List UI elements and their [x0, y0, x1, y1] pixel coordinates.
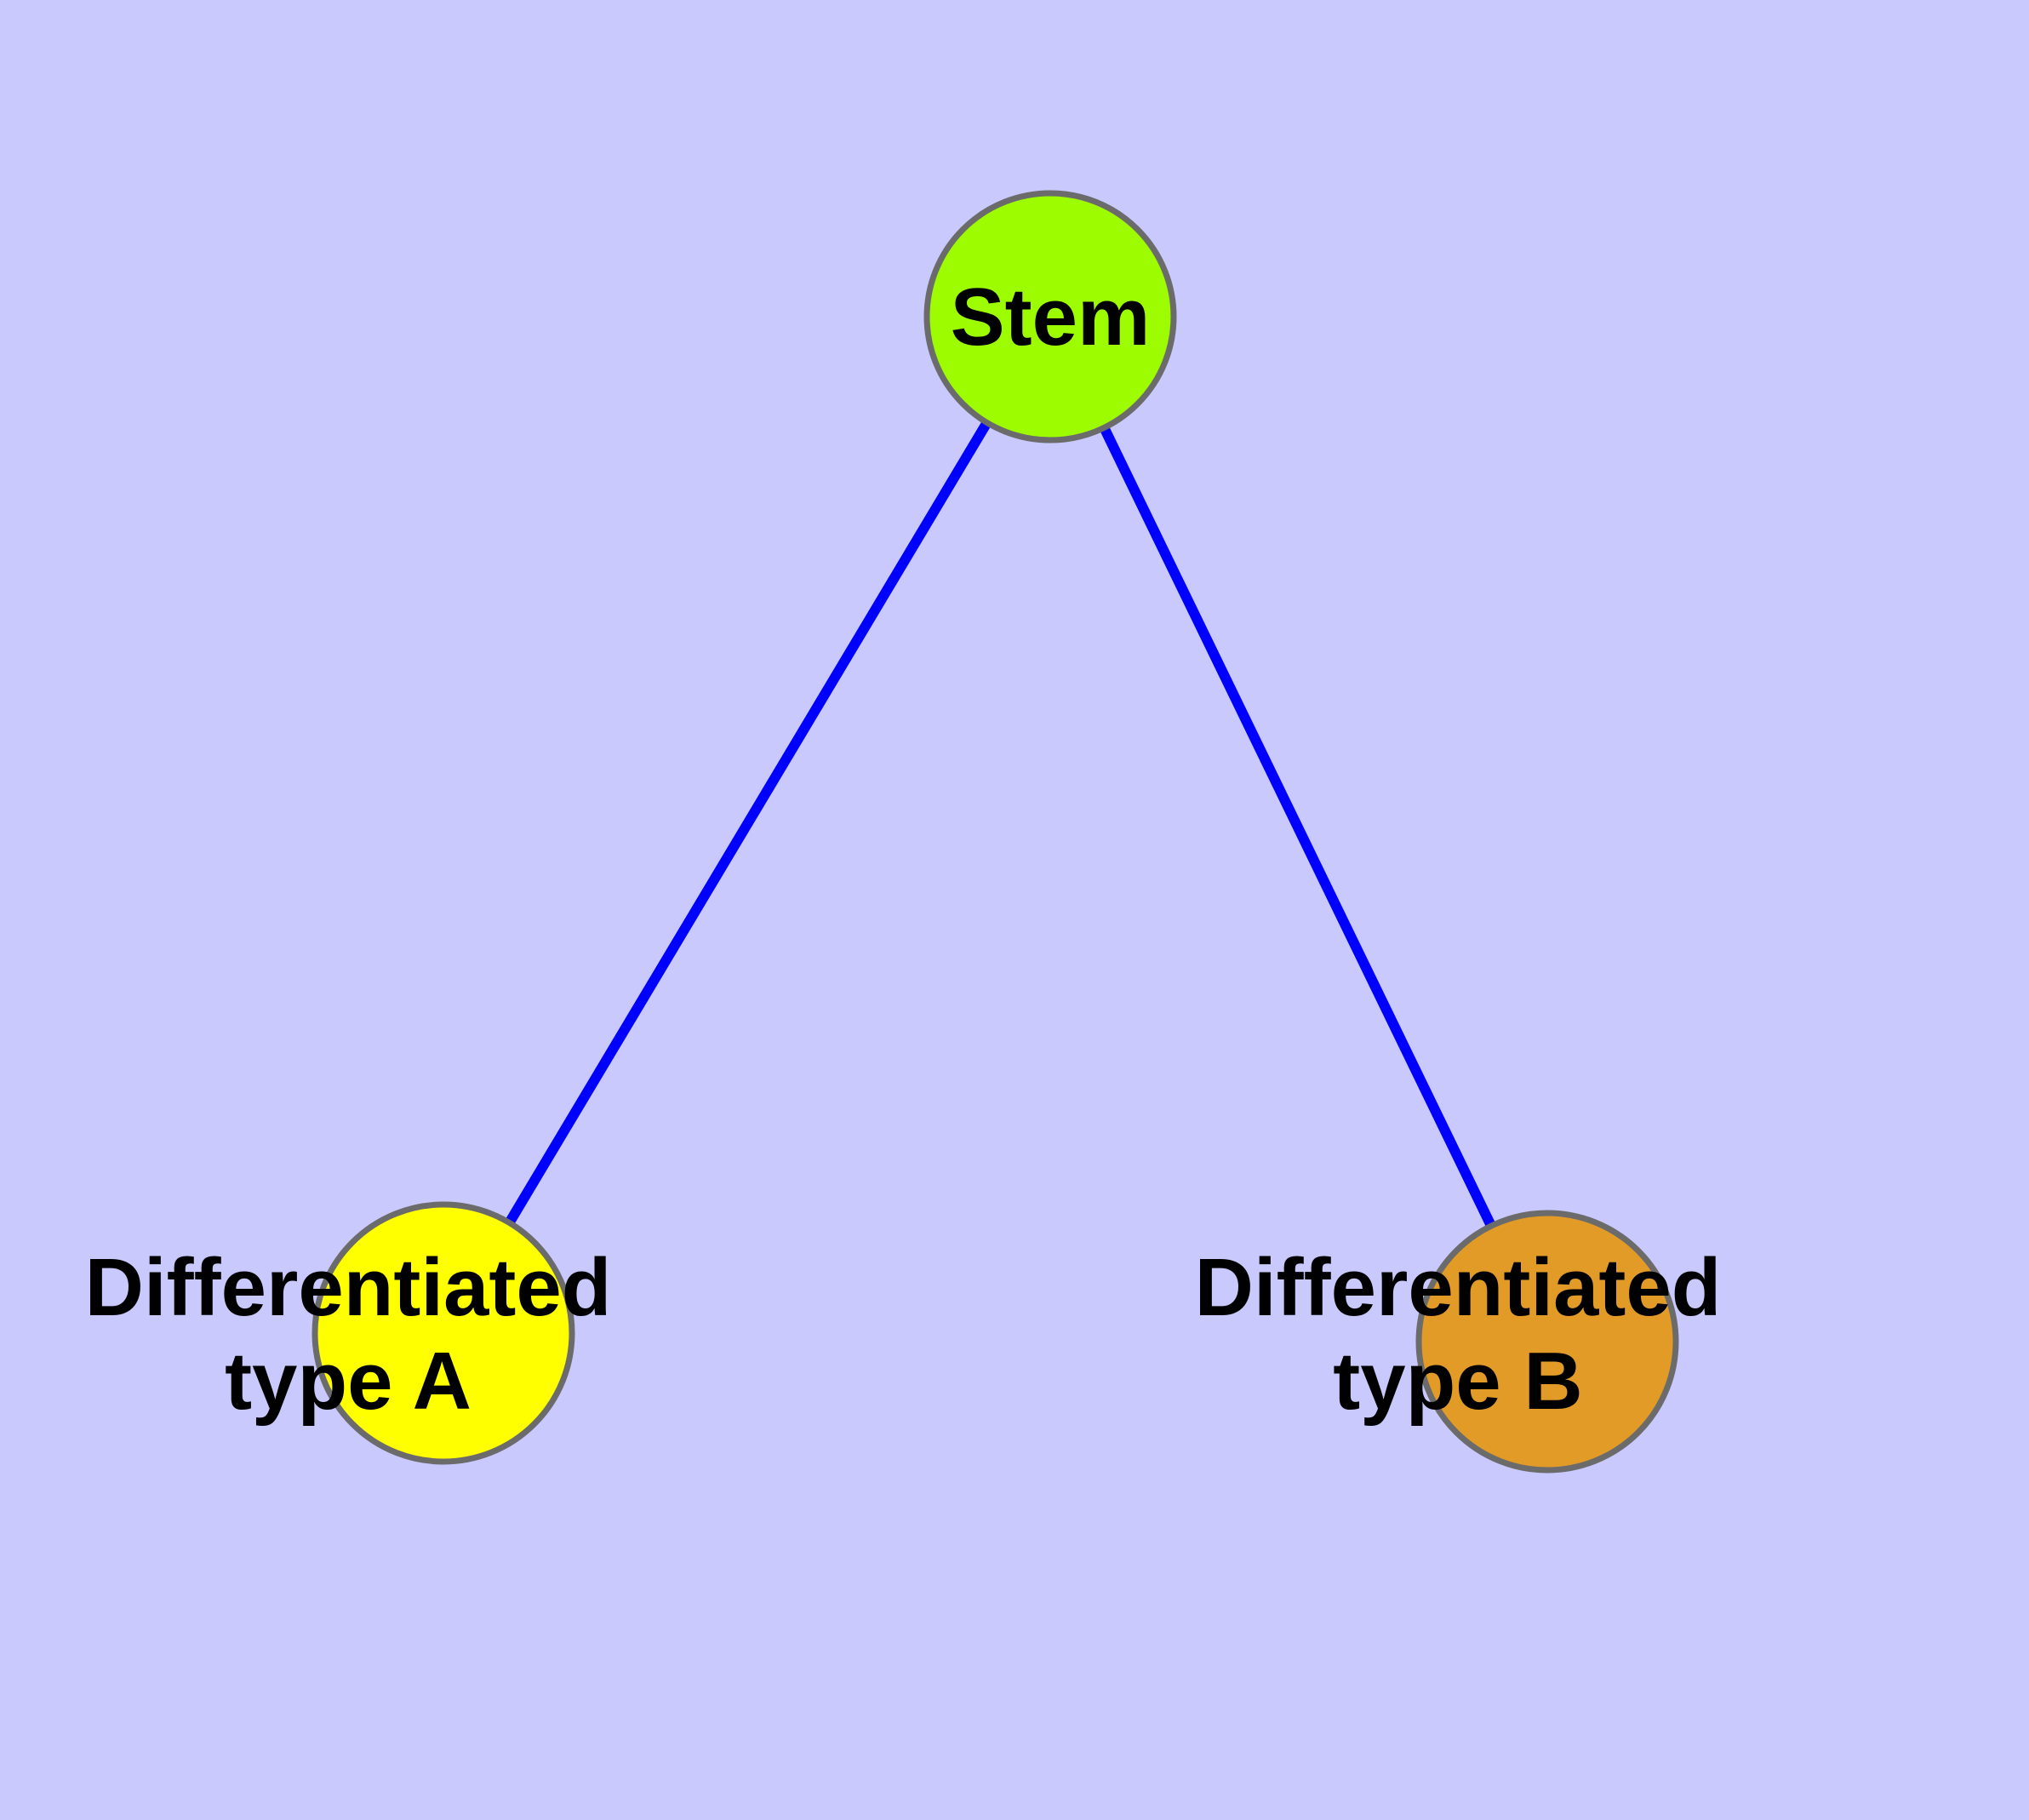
edge-layer: [438, 313, 1552, 1344]
node-label-line: type A: [225, 1336, 472, 1427]
node-label-stem: Stem: [951, 272, 1151, 363]
node-label-line: Differentiated: [85, 1242, 612, 1333]
node-label-line: type B: [1333, 1336, 1582, 1427]
node-label-line: Differentiated: [1195, 1242, 1722, 1333]
node-label-line: Stem: [951, 272, 1151, 363]
node-diff-a[interactable]: [311, 1201, 575, 1465]
node-diff-b[interactable]: [1415, 1210, 1679, 1474]
node-stem[interactable]: [923, 190, 1177, 444]
node-layer: [311, 190, 1679, 1474]
edge-stem-to-diff-a[interactable]: [438, 313, 1055, 1336]
edge-stem-to-diff-b[interactable]: [1045, 314, 1552, 1344]
